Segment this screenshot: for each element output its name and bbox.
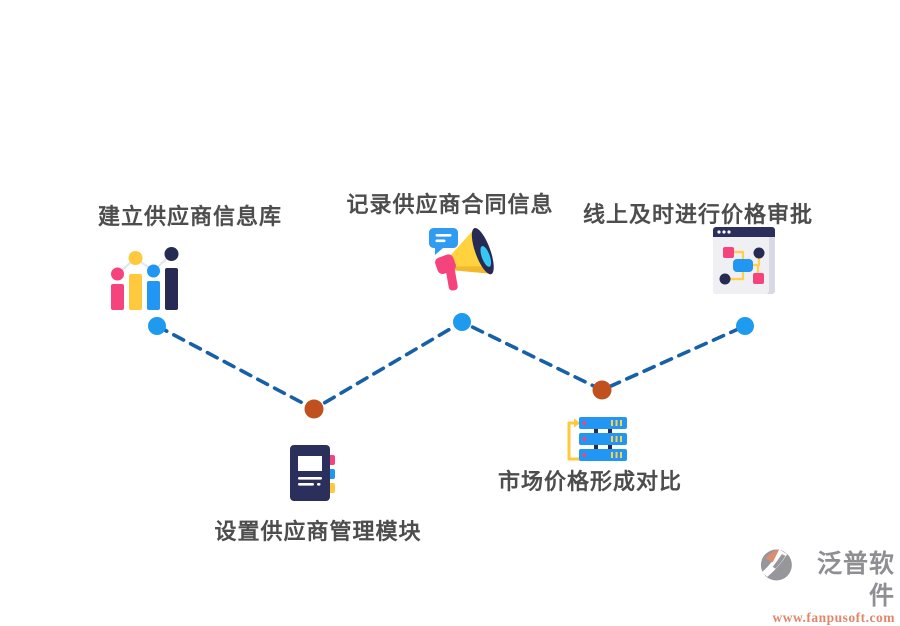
server-compare-icon	[567, 417, 627, 461]
approval-flow-icon	[713, 227, 775, 294]
step-label-supplier-database: 建立供应商信息库	[97, 205, 282, 230]
step-label-price-approval: 线上及时进行价格审批	[583, 203, 814, 228]
infographic-canvas: 建立供应商信息库 记录供应商合同信息 线上及时进行价格审批	[97, 193, 895, 625]
brand-url: www.fanpusoft.com	[772, 610, 895, 625]
brand-name: 泛普软件	[816, 549, 895, 610]
step-label-contract-info: 记录供应商合同信息	[346, 193, 554, 218]
node-dot-2	[304, 399, 324, 419]
step-label-price-comparison: 市场价格形成对比	[497, 470, 682, 495]
brand-watermark: 泛普软件 www.fanpusoft.com	[760, 548, 895, 626]
connector-layer	[148, 313, 754, 419]
megaphone-icon	[429, 227, 494, 291]
zigzag-dashed-line	[155, 319, 747, 412]
bar-chart-icon	[111, 247, 179, 310]
node-dot-5	[736, 317, 754, 335]
node-dot-3	[453, 313, 471, 331]
notebook-icon	[290, 445, 335, 501]
fanpu-logo-icon	[760, 549, 792, 581]
step-label-management-module: 设置供应商管理模块	[214, 520, 422, 545]
node-dot-4	[592, 380, 612, 400]
node-dot-1	[148, 317, 166, 335]
